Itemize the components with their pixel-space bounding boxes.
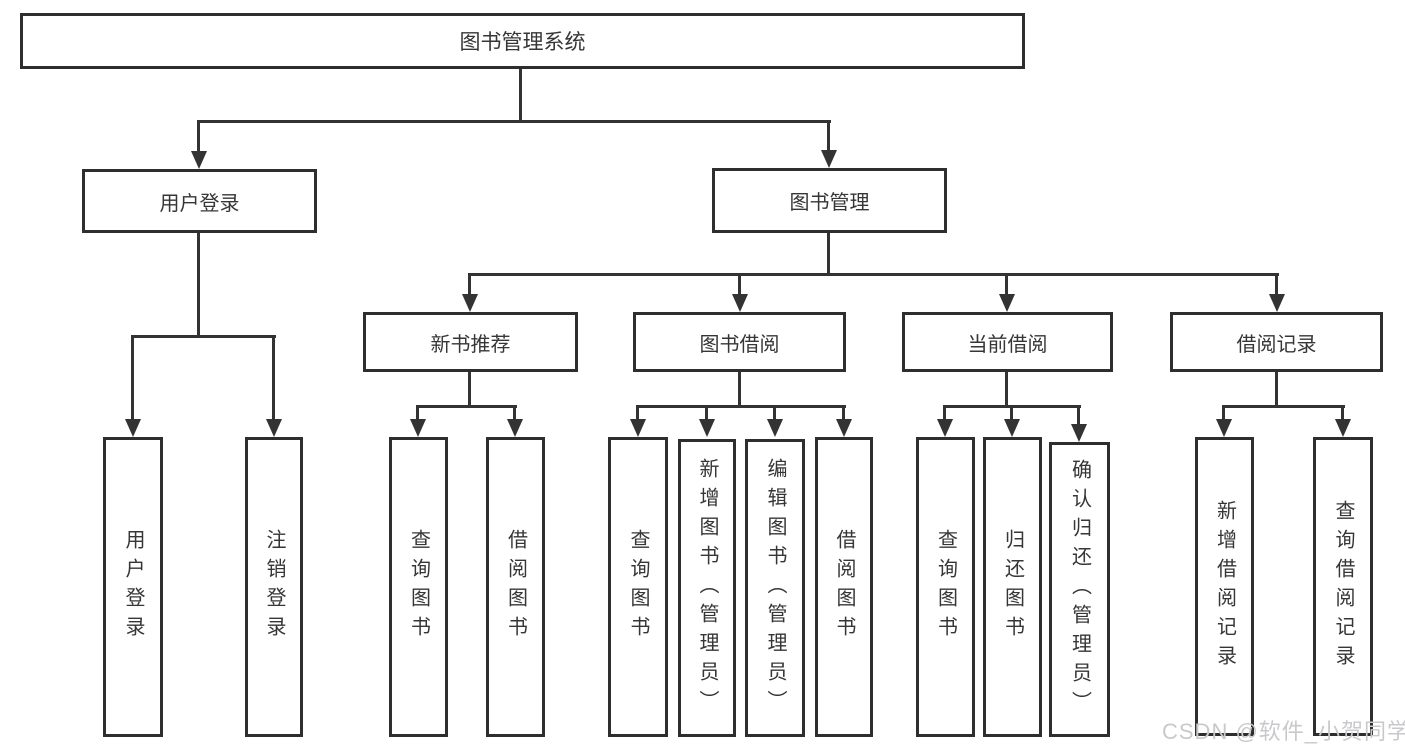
connector-new-book-stub — [468, 372, 471, 408]
node-library-management-system: 图书管理系统 — [20, 13, 1025, 69]
node-current-borrowing: 当前借阅 — [902, 312, 1113, 372]
arrowhead-add-book-c2 — [699, 419, 715, 437]
leaf-query-books-current: 查询图书 — [916, 437, 975, 737]
leaf-add-book-admin: 新增图书（管理员） — [678, 439, 736, 737]
connector-level3-rail — [468, 273, 1279, 276]
node-book-borrowing: 图书借阅 — [633, 312, 846, 372]
leaf-borrow-books-borrowing-label: 借阅图书 — [833, 529, 855, 645]
leaf-edit-book-admin-label: 编辑图书（管理员） — [764, 457, 786, 719]
leaf-return-books: 归还图书 — [983, 437, 1042, 737]
connector-drop-borrowing-records — [1275, 273, 1278, 296]
node-user-login: 用户登录 — [82, 169, 317, 233]
arrowhead-borrowing-records — [1269, 294, 1285, 312]
leaf-edit-book-admin: 编辑图书（管理员） — [745, 439, 805, 737]
leaf-query-books-newrec: 查询图书 — [389, 437, 448, 737]
connector-drop-borrow-books-b2 — [513, 405, 516, 421]
arrowhead-new-book — [462, 294, 478, 312]
arrowhead-edit-book-c3 — [767, 419, 783, 437]
connector-level2-rail — [197, 120, 831, 123]
leaf-query-books-borrowing: 查询图书 — [608, 437, 668, 737]
arrowhead-query-record-e2 — [1335, 419, 1351, 437]
leaf-borrow-books-newrec-label: 借阅图书 — [504, 529, 527, 645]
arrowhead-return-books-d2 — [1004, 419, 1020, 437]
leaf-query-books-current-label: 查询图书 — [934, 529, 957, 645]
connector-drop-add-record-e1 — [1222, 405, 1225, 421]
leaf-logout-label: 注销登录 — [263, 529, 285, 645]
leaf-borrow-books-borrowing: 借阅图书 — [815, 437, 873, 737]
leaf-query-borrow-record: 查询借阅记录 — [1313, 437, 1373, 736]
connector-drop-borrow-books-c4 — [842, 405, 845, 421]
leaf-add-borrow-record: 新增借阅记录 — [1195, 437, 1254, 736]
arrowhead-book-borrowing — [732, 294, 748, 312]
connector-drop-confirm-return-d3 — [1077, 405, 1080, 426]
connector-borrowing-records-stub — [1275, 372, 1278, 408]
arrowhead-add-record-e1 — [1216, 419, 1232, 437]
connector-book-borrowing-rail — [636, 405, 846, 408]
arrowhead-query-books-b1 — [410, 419, 426, 437]
arrowhead-current-borrowing — [999, 294, 1015, 312]
connector-drop-return-books-d2 — [1010, 405, 1013, 421]
connector-user-login-rail — [131, 335, 276, 338]
connector-drop-query-record-e2 — [1341, 405, 1344, 421]
leaf-query-borrow-record-label: 查询借阅记录 — [1332, 499, 1354, 674]
connector-book-borrowing-stub — [738, 372, 741, 408]
node-new-book-recommendation: 新书推荐 — [363, 312, 578, 372]
leaf-confirm-return-admin-label: 确认归还（管理员） — [1068, 459, 1091, 720]
connector-drop-query-books-b1 — [416, 405, 419, 421]
connector-drop-query-books-c1 — [636, 405, 639, 421]
csdn-watermark: CSDN @软件_小贺同学 — [1162, 719, 1405, 744]
leaf-borrow-books-newrec: 借阅图书 — [486, 437, 545, 737]
leaf-user-login: 用户登录 — [103, 437, 163, 737]
connector-drop-current-borrowing — [1005, 273, 1008, 296]
leaf-add-borrow-record-label: 新增借阅记录 — [1213, 499, 1236, 674]
connector-new-book-rail — [416, 405, 517, 408]
arrowhead-leaf-user-login — [125, 419, 141, 437]
arrowhead-borrow-books-c4 — [836, 419, 852, 437]
connector-drop-query-books-d1 — [943, 405, 946, 421]
connector-book-management-stub — [827, 233, 830, 276]
connector-drop-add-book-c2 — [705, 405, 708, 421]
arrowhead-query-books-d1 — [937, 419, 953, 437]
connector-drop-leaf-logout — [272, 335, 275, 421]
connector-drop-leaf-user-login — [131, 335, 134, 421]
connector-borrowing-records-rail — [1222, 405, 1345, 408]
arrowhead-leaf-logout — [266, 419, 282, 437]
arrowhead-book-management — [821, 150, 837, 168]
leaf-user-login-label: 用户登录 — [122, 529, 144, 645]
connector-drop-book-borrowing — [738, 273, 741, 296]
arrowhead-borrow-books-b2 — [507, 419, 523, 437]
connector-user-login-stub — [197, 233, 200, 335]
arrowhead-user-login — [191, 151, 207, 169]
arrowhead-query-books-c1 — [630, 419, 646, 437]
node-borrowing-records: 借阅记录 — [1170, 312, 1383, 372]
leaf-add-book-admin-label: 新增图书（管理员） — [696, 457, 718, 719]
arrowhead-confirm-return-d3 — [1071, 424, 1087, 442]
leaf-logout: 注销登录 — [245, 437, 303, 737]
leaf-return-books-label: 归还图书 — [1001, 529, 1024, 645]
connector-drop-book-management — [827, 120, 830, 152]
leaf-query-books-borrowing-label: 查询图书 — [627, 529, 649, 645]
connector-drop-new-book — [468, 273, 471, 296]
connector-drop-user-login — [197, 120, 200, 153]
node-book-management: 图书管理 — [712, 168, 947, 233]
leaf-confirm-return-admin: 确认归还（管理员） — [1049, 442, 1110, 737]
connector-root-stub — [519, 69, 522, 123]
connector-drop-edit-book-c3 — [773, 405, 776, 421]
connector-current-borrowing-stub — [1005, 372, 1008, 408]
leaf-query-books-newrec-label: 查询图书 — [407, 529, 430, 645]
